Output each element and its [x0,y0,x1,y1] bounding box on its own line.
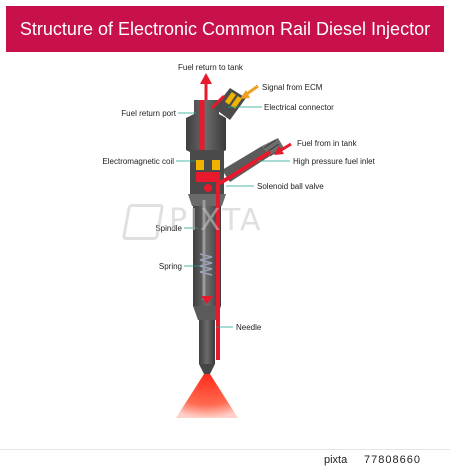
signal-arrow [240,84,259,99]
footer-bar: pixta 77808660 [0,449,450,470]
title-banner: Structure of Electronic Common Rail Dies… [6,6,444,52]
label-electrical-connector: Electrical connector [264,103,334,112]
watermark: PIXTA [121,203,263,240]
label-fuel-return-tank: Fuel return to tank [178,63,244,72]
label-spring: Spring [159,262,182,271]
label-signal-ecm: Signal from ECM [262,83,323,92]
electromagnetic-coil-detail [196,160,220,192]
page-title: Structure of Electronic Common Rail Dies… [19,19,431,39]
label-fuel-from-tank: Fuel from in tank [297,139,358,148]
footer-image-id: 77808660 [364,454,421,466]
watermark-logo-icon [121,203,165,240]
fuel-spray [176,374,238,418]
watermark-text: PIXTA [169,203,263,238]
leader-lines [176,106,290,328]
label-spindle: Spindle [155,224,182,233]
fuel-return-arrow [200,73,212,100]
label-high-pressure-inlet: High pressure fuel inlet [293,157,376,166]
fuel-passage [199,94,272,360]
spring-detail [199,253,213,276]
label-electromagnetic-coil: Electromagnetic coil [102,157,174,166]
label-needle: Needle [236,323,262,332]
label-fuel-return-port: Fuel return port [121,109,176,118]
footer-brand: pixta [324,454,348,466]
fuel-inlet-arrow [274,142,292,155]
label-solenoid-ball-valve: Solenoid ball valve [257,182,324,191]
